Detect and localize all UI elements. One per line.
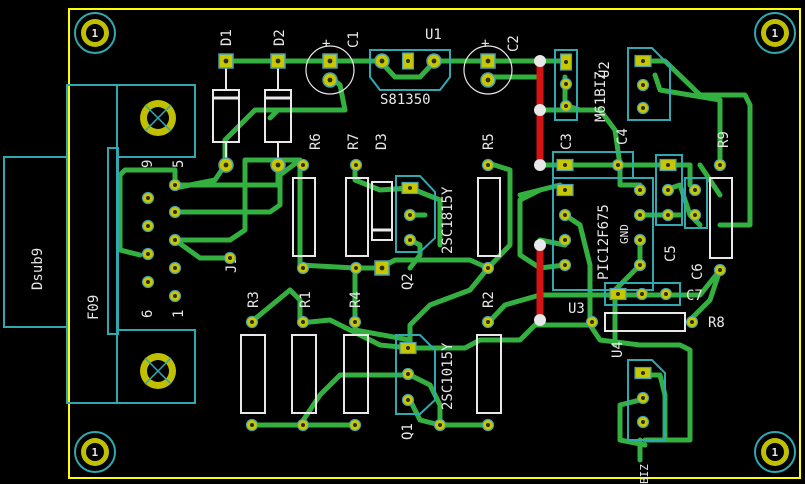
r5-label: R5	[481, 133, 497, 150]
resistor-r7: R7	[345, 133, 369, 275]
c1-label: C1	[346, 31, 362, 48]
mount-hole-tr: 1	[754, 12, 796, 54]
pin9-label: 9	[140, 160, 156, 168]
c2-plus: +	[481, 36, 489, 52]
f09-label: F09	[86, 295, 102, 320]
ic-m61biz: M61BIZ	[554, 49, 609, 122]
capacitor-c5: C5	[655, 154, 683, 262]
pic-label: PIC12F675	[596, 204, 612, 280]
regulator-u1: U1 S81350	[369, 27, 451, 108]
c5-label: C5	[663, 245, 679, 262]
dsub9-connector	[3, 84, 196, 404]
c7-label: C7	[686, 288, 703, 304]
q2-label: Q2	[400, 273, 416, 290]
r9-label: R9	[716, 131, 732, 148]
pin5-label: 5	[171, 160, 187, 168]
u4-label: U4	[610, 341, 626, 358]
dsub9-pads	[141, 178, 182, 303]
resistor-r1: R1	[291, 291, 317, 432]
r8-label: R8	[708, 315, 725, 331]
resistor-r6: R6	[292, 133, 324, 275]
resistor-r5: R5	[477, 133, 501, 275]
mount-hole-label: 1	[92, 446, 99, 459]
d3-label: D3	[374, 133, 390, 150]
d1-label: D1	[219, 29, 235, 46]
mounting-holes: 1 1 1 1	[74, 12, 796, 473]
u1-label: U1	[425, 27, 442, 43]
mount-hole-br: 1	[754, 431, 796, 473]
vias	[534, 55, 546, 326]
c1-plus: +	[322, 36, 330, 52]
pic-gnd-label: GND	[618, 224, 631, 244]
board-outline	[68, 8, 801, 479]
resistor-r3: R3	[240, 291, 266, 432]
r4-label: R4	[348, 291, 364, 308]
c4-label: C4	[615, 128, 631, 145]
s81350-label: S81350	[380, 92, 431, 108]
mount-hole-tl: 1	[74, 12, 116, 54]
r3-label: R3	[246, 291, 262, 308]
u3-label: U3	[568, 301, 585, 317]
resistor-r2: R2	[476, 291, 502, 432]
ic-u2: U2	[597, 47, 671, 121]
capacitor-c6: C6	[684, 177, 708, 280]
q1-label: Q1	[400, 423, 416, 440]
r7-label: R7	[346, 133, 362, 150]
d2-label: D2	[272, 29, 288, 46]
q1-part-label: 2SC1015Y	[440, 342, 456, 410]
transistor-q1: 2SC1015Y Q1	[395, 334, 456, 440]
mount-hole-label: 1	[92, 27, 99, 40]
dsub9-screw-bottom	[140, 353, 176, 389]
dsub9-screw-top	[140, 100, 176, 136]
q2-part-label: 2SC1815Y	[440, 186, 456, 254]
pin1-label: 1	[171, 310, 187, 318]
c6-label: C6	[690, 263, 706, 280]
r2-label: R2	[481, 291, 497, 308]
dsub9-label: Dsub9	[30, 248, 46, 290]
mount-hole-label: 1	[772, 27, 779, 40]
resistor-r9: R9	[709, 131, 733, 277]
u2-label: U2	[597, 61, 613, 78]
r6-label: R6	[308, 133, 324, 150]
diode-d1: D1	[212, 29, 240, 173]
ic-pic12f675: PIC12F675 GND	[552, 177, 654, 291]
diode-d3: D3	[371, 133, 393, 276]
mount-hole-label: 1	[772, 446, 779, 459]
resistor-r4: R4	[343, 291, 369, 432]
c2-label: C2	[506, 35, 522, 52]
capacitor-c7: C7	[604, 282, 703, 306]
capacitor-c2: + C2	[463, 35, 522, 95]
c3-label: C3	[559, 133, 575, 150]
capacitor-c1: + C1	[305, 31, 362, 95]
r1-label: R1	[298, 291, 314, 308]
biz-label: BIZ	[638, 464, 651, 484]
pin6-label: 6	[140, 310, 156, 318]
ic-u4: U4 BIZ	[610, 341, 666, 484]
m61biz-label: M61BIZ	[593, 71, 609, 122]
transistor-q2: 2SC1815Y Q2	[395, 175, 456, 290]
mount-hole-bl: 1	[74, 431, 116, 473]
diode-d2: D2	[264, 29, 292, 173]
resistor-r8: R8	[585, 312, 725, 332]
